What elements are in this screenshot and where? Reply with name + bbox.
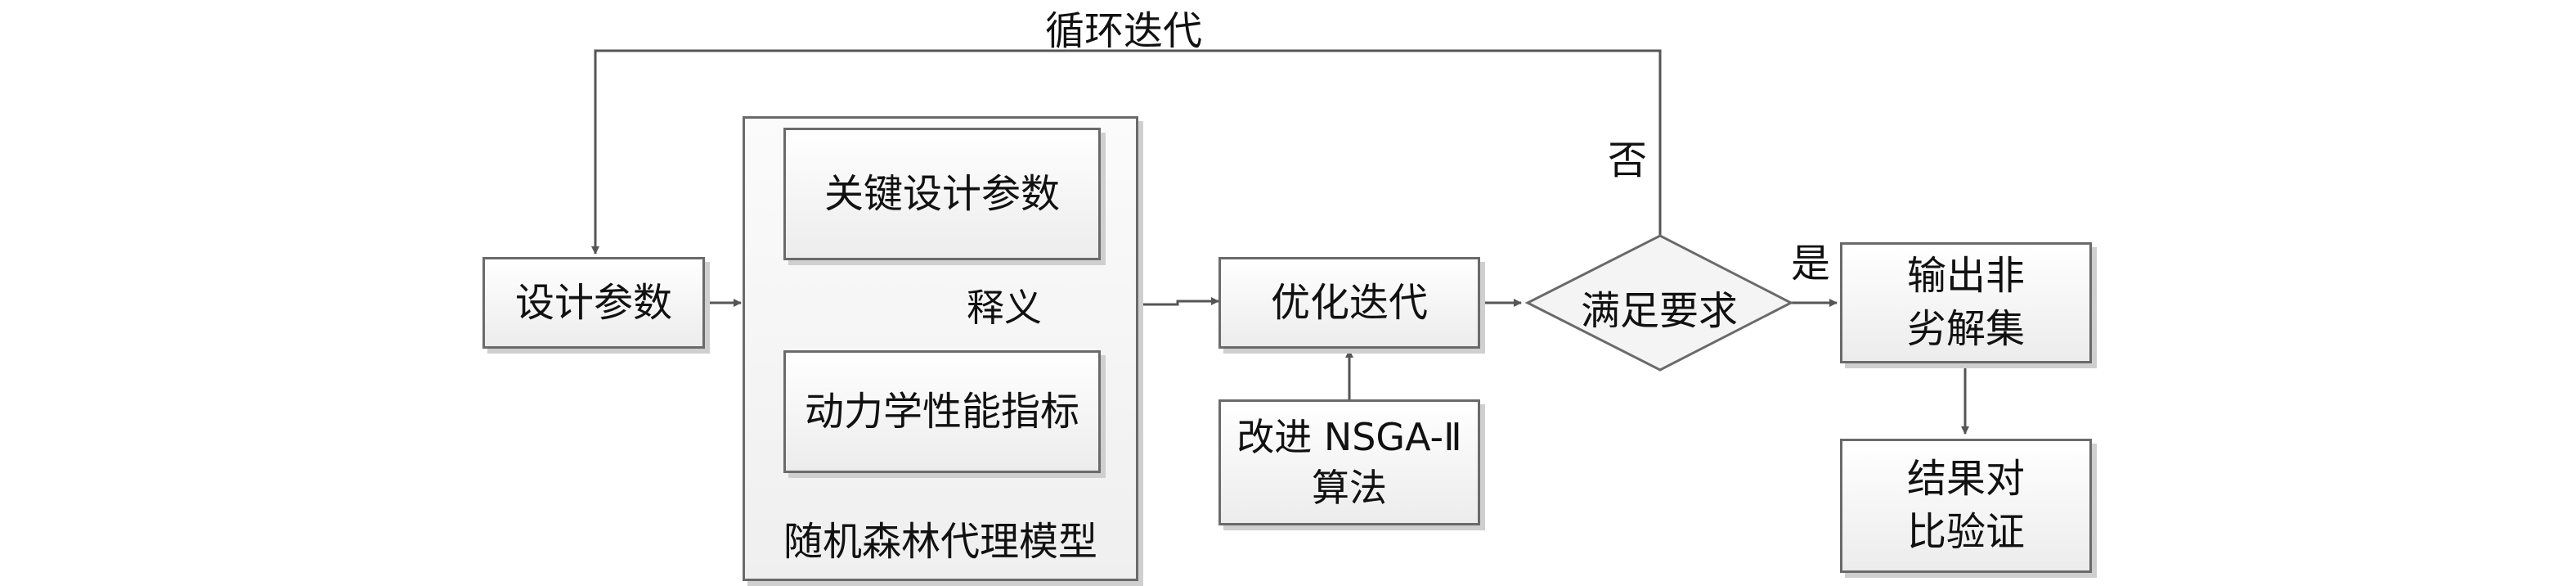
improved-nsga-line1: 改进 NSGA-Ⅱ: [1236, 414, 1462, 459]
yes-branch-label: 是: [1791, 241, 1831, 286]
output-line1: 输出非: [1906, 253, 2025, 300]
loop-iteration-label: 循环迭代: [1045, 8, 1203, 54]
output-pareto-node: 输出非 劣解集: [1840, 242, 2092, 363]
dynamics-indicators-node: 动力学性能指标: [783, 350, 1101, 473]
arrow-model-to-optimize: [1138, 297, 1219, 306]
meets-requirements-label: 满足要求: [1580, 288, 1738, 334]
improved-nsga-node: 改进 NSGA-Ⅱ 算法: [1218, 399, 1480, 525]
arrow-loop-back: [591, 49, 1662, 255]
compare-line2: 比验证: [1906, 509, 2025, 555]
compare-line1: 结果对: [1906, 456, 2025, 503]
improved-nsga-line2: 算法: [1312, 466, 1387, 510]
result-compare-node: 结果对 比验证: [1840, 439, 2092, 573]
no-branch-label: 否: [1608, 137, 1648, 183]
design-params-node: 设计参数: [482, 257, 705, 349]
surrogate-model-label: 随机森林代理模型: [783, 519, 1097, 565]
decision-diamond-shape: [1524, 234, 1794, 372]
output-line2: 劣解集: [1906, 306, 2025, 352]
optimization-iteration-node: 优化迭代: [1218, 257, 1480, 349]
key-design-params-node: 关键设计参数: [783, 128, 1101, 260]
interpretation-label: 释义: [967, 286, 1042, 330]
